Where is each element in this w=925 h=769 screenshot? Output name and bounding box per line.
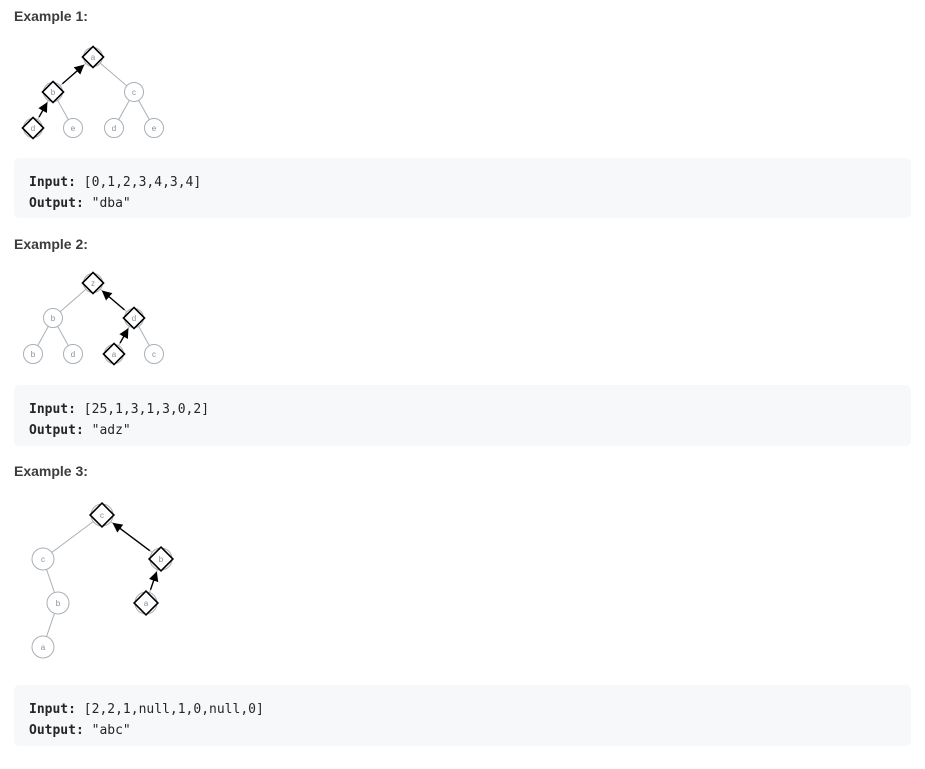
output-label: Output: — [29, 723, 84, 738]
tree-node: c — [88, 501, 116, 529]
output-label: Output: — [29, 196, 84, 211]
input-label: Input: — [29, 175, 76, 190]
highlight-diamond — [81, 271, 105, 295]
tree-node: e — [63, 118, 83, 138]
input-value: [0,1,2,3,4,3,4] — [83, 175, 202, 190]
tree-node: d — [21, 116, 45, 140]
tree-node: b — [41, 80, 65, 104]
highlight-diamond — [41, 80, 65, 104]
tree-node: c — [124, 82, 144, 102]
example-1-code-block: Input: [0,1,2,3,4,3,4] Output: "dba" — [14, 158, 911, 218]
tree-node: e — [144, 118, 164, 138]
example-3-input-line: Input: [2,2,1,null,1,0,null,0] — [29, 699, 911, 720]
tree-node: b — [43, 308, 63, 328]
tree-node-circle — [46, 591, 70, 615]
tree-node-label: c — [41, 555, 45, 564]
tree-node-label: d — [31, 124, 35, 133]
input-value: [2,2,1,null,1,0,null,0] — [83, 702, 264, 717]
tree-node-label: c — [132, 88, 136, 97]
tree-node-label: a — [144, 599, 149, 608]
path-arrow — [38, 102, 48, 118]
tree-node-circle — [63, 118, 83, 138]
highlight-diamond — [81, 45, 105, 69]
tree-node-label: b — [159, 555, 164, 564]
tree-node-label: c — [152, 350, 156, 359]
tree-node-label: b — [51, 88, 56, 97]
tree-node: a — [81, 45, 105, 69]
example-2-heading: Example 2: — [14, 236, 88, 252]
tree-node: b — [147, 545, 175, 573]
example-3-code-block: Input: [2,2,1,null,1,0,null,0] Output: "… — [14, 685, 911, 746]
example-1-output-line: Output: "dba" — [29, 193, 911, 214]
example-3-tree-diagram: c c b b a a — [31, 501, 175, 659]
tree-node-circle — [31, 635, 55, 659]
example-1-heading: Example 1: — [14, 8, 88, 24]
tree-node-circle — [124, 82, 144, 102]
tree-node-circle — [23, 344, 43, 364]
tree-node-label: a — [112, 350, 117, 359]
path-arrow — [112, 522, 151, 552]
highlight-diamond — [122, 306, 146, 330]
tree-node-label: d — [132, 314, 136, 323]
path-arrow — [101, 290, 125, 311]
output-value: "dba" — [91, 196, 131, 211]
tree-node-label: d — [71, 350, 75, 359]
tree-node-label: z — [91, 279, 95, 288]
tree-node: c — [144, 344, 164, 364]
highlight-diamond — [88, 501, 116, 529]
path-arrow — [61, 64, 85, 85]
tree-node-circle — [31, 547, 55, 571]
output-value: "abc" — [91, 723, 131, 738]
example-3-heading: Example 3: — [14, 463, 88, 479]
input-value: [25,1,3,1,3,0,2] — [83, 402, 210, 417]
tree-node-label: a — [91, 53, 96, 62]
tree-edge — [42, 514, 103, 560]
tree-node: a — [102, 342, 126, 366]
tree-node-label: a — [41, 643, 46, 652]
path-arrow — [148, 571, 159, 590]
tree-node: d — [122, 306, 146, 330]
highlight-diamond — [102, 342, 126, 366]
tree-node: d — [104, 118, 124, 138]
tree-node-label: d — [112, 124, 116, 133]
tree-node-label: b — [31, 350, 36, 359]
input-label: Input: — [29, 402, 76, 417]
tree-node: d — [63, 344, 83, 364]
tree-node-label: e — [152, 124, 157, 133]
tree-node-circle — [144, 344, 164, 364]
example-3-output-line: Output: "abc" — [29, 720, 911, 741]
example-2-output-line: Output: "adz" — [29, 420, 911, 441]
tree-node-label: b — [56, 599, 61, 608]
highlight-diamond — [21, 116, 45, 140]
highlight-diamond — [132, 589, 160, 617]
tree-node-label: b — [51, 314, 56, 323]
highlight-diamond — [147, 545, 175, 573]
example-1-input-line: Input: [0,1,2,3,4,3,4] — [29, 172, 911, 193]
example-2-input-line: Input: [25,1,3,1,3,0,2] — [29, 399, 911, 420]
tree-node-circle — [63, 344, 83, 364]
example-1-tree-diagram: a b c d e d e — [21, 45, 164, 140]
tree-node-label: e — [71, 124, 76, 133]
output-value: "adz" — [91, 423, 131, 438]
example-2-code-block: Input: [25,1,3,1,3,0,2] Output: "adz" — [14, 385, 911, 446]
tree-node: a — [132, 589, 160, 617]
input-label: Input: — [29, 702, 76, 717]
output-label: Output: — [29, 423, 84, 438]
tree-node: b — [46, 591, 70, 615]
tree-node-circle — [144, 118, 164, 138]
tree-node-circle — [43, 308, 63, 328]
tree-node-label: c — [100, 511, 104, 520]
tree-node: z — [81, 271, 105, 295]
tree-node: c — [31, 547, 55, 571]
tree-node: b — [23, 344, 43, 364]
tree-node: a — [31, 635, 55, 659]
tree-node-circle — [104, 118, 124, 138]
path-arrow — [119, 328, 129, 344]
example-2-tree-diagram: z b d b d a c — [23, 271, 164, 366]
